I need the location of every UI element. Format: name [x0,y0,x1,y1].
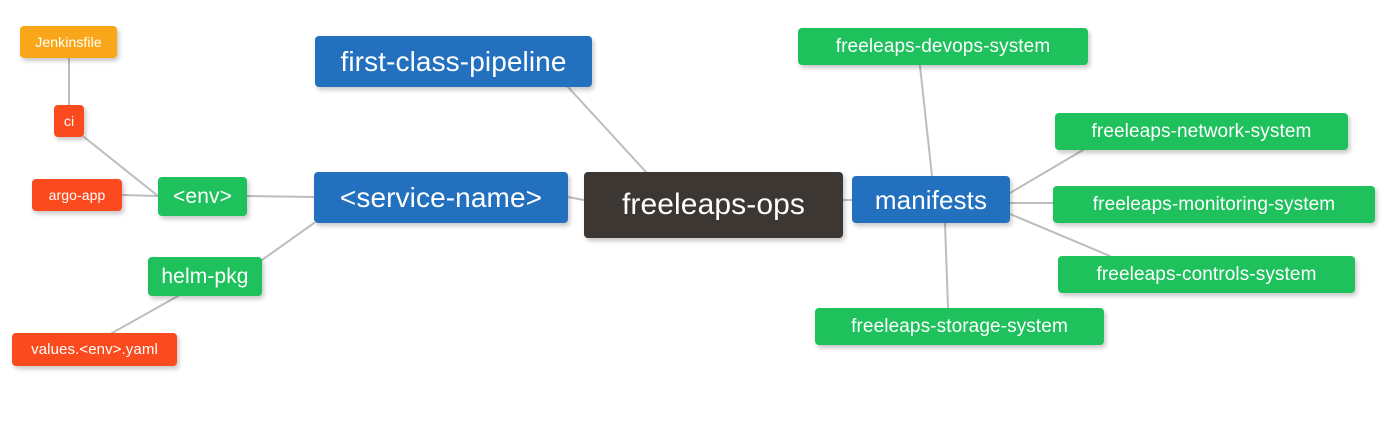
node-argo-app[interactable]: argo-app [32,179,122,211]
node-storage-system[interactable]: freeleaps-storage-system [815,308,1104,345]
edge-env-to-service-name [246,195,315,198]
edge-service-name-to-freeleaps-ops [567,196,585,201]
node-manifests[interactable]: manifests [852,176,1010,223]
node-env[interactable]: <env> [158,177,247,216]
node-label: helm-pkg [161,265,249,288]
node-label: ci [63,113,75,129]
node-devops-system[interactable]: freeleaps-devops-system [798,28,1088,65]
node-label: freeleaps-devops-system [835,36,1051,57]
edge-manifests-to-devops-system [919,65,933,177]
node-label: <env> [173,185,232,208]
edge-argo-app-to-env [121,194,159,197]
edge-service-name-to-helm-pkg [261,222,315,261]
node-values-yaml[interactable]: values.<env>.yaml [12,333,177,366]
node-label: Jenkinsfile [35,34,102,50]
node-first-class-pipeline[interactable]: first-class-pipeline [315,36,592,87]
node-helm-pkg[interactable]: helm-pkg [148,257,262,296]
node-freeleaps-ops[interactable]: freeleaps-ops [584,172,843,238]
node-label: values.<env>.yaml [31,341,158,358]
node-label: freeleaps-storage-system [851,316,1068,337]
node-monitoring-system[interactable]: freeleaps-monitoring-system [1053,186,1375,223]
node-label: freeleaps-ops [621,188,806,221]
node-service-name[interactable]: <service-name> [314,172,568,223]
node-label: freeleaps-network-system [1091,121,1312,142]
node-label: <service-name> [339,181,543,213]
node-controls-system[interactable]: freeleaps-controls-system [1058,256,1355,293]
edge-manifests-to-storage-system [944,222,949,309]
node-ci[interactable]: ci [54,105,84,137]
node-label: manifests [874,184,988,215]
node-label: freeleaps-monitoring-system [1092,194,1336,215]
node-label: argo-app [48,187,106,203]
edge-helm-pkg-to-values-yaml [111,295,179,334]
edge-first-class-pipeline-to-freeleaps-ops [567,86,647,173]
node-label: first-class-pipeline [340,45,567,77]
node-jenkinsfile[interactable]: Jenkinsfile [20,26,117,58]
node-network-system[interactable]: freeleaps-network-system [1055,113,1348,150]
node-label: freeleaps-controls-system [1096,264,1317,285]
